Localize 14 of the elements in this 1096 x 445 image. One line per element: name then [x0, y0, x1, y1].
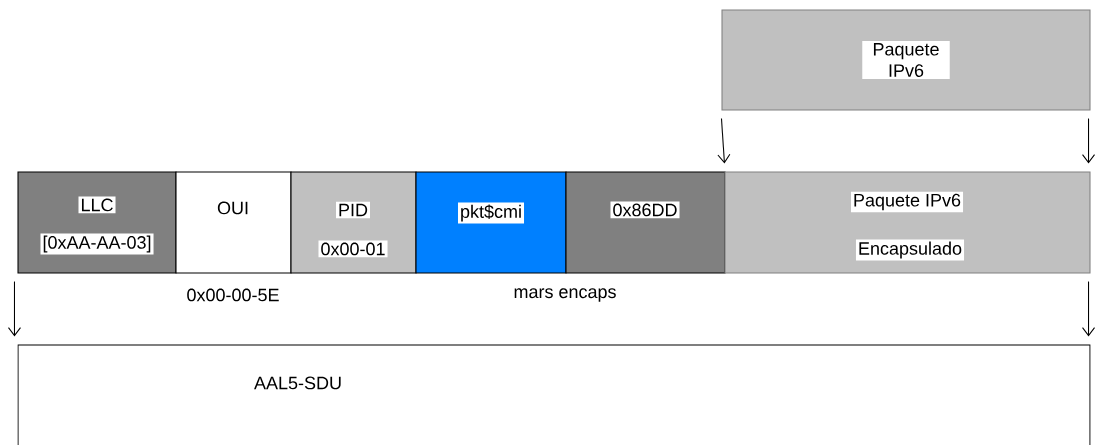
- arrow: [717, 118, 731, 164]
- packet-box: Paquete IPv6: [721, 9, 1091, 111]
- arrow: [1082, 281, 1096, 337]
- field-box: pkt$cmi: [415, 171, 567, 274]
- field-box: OUI: [175, 171, 292, 274]
- field-box: LLC [0xAA-AA-03]: [17, 171, 177, 274]
- frame-box: AAL5-SDU: [17, 344, 1091, 445]
- arrow: [1082, 118, 1096, 164]
- field-box: PID 0x00-01: [290, 171, 417, 274]
- field-label: mars encaps: [514, 288, 616, 302]
- arrow: [7, 281, 21, 337]
- field-box: 0x86DD: [565, 171, 726, 274]
- field-box: Paquete IPv6 Encapsulado: [724, 171, 1091, 274]
- field-label: 0x00-00-5E: [187, 288, 279, 302]
